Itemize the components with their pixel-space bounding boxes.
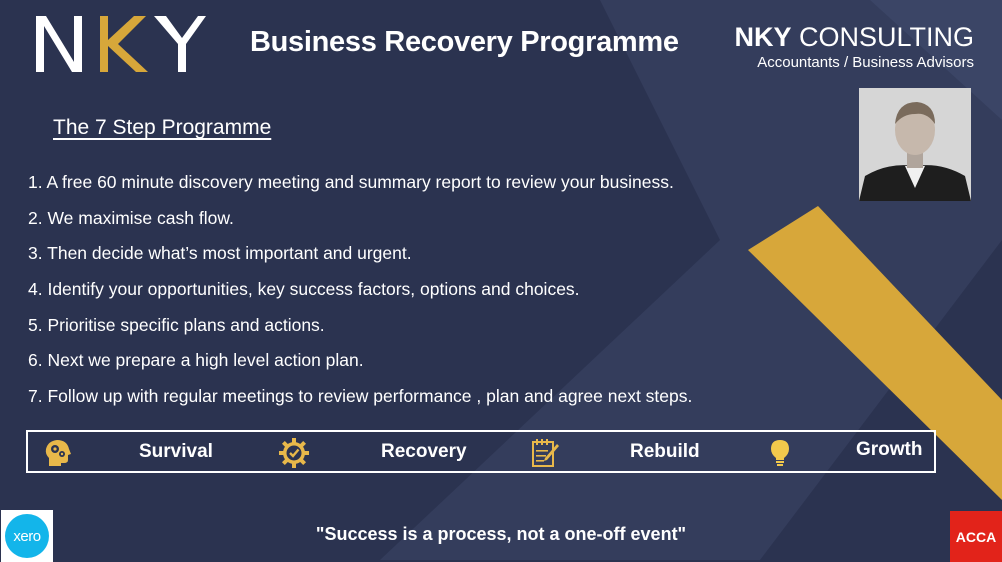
brand-name-bold: NKY [734, 22, 792, 52]
brand-subtitle: Accountants / Business Advisors [757, 54, 974, 71]
brand-block: NKY CONSULTING Accountants / Business Ad… [734, 22, 974, 71]
pillar-label-rebuild: Rebuild [630, 441, 700, 462]
section-heading: The 7 Step Programme [53, 116, 272, 139]
steps-list: 1. A free 60 minute discovery meeting an… [28, 168, 692, 418]
brand-name-rest: CONSULTING [791, 22, 974, 52]
notepad-pencil-icon [532, 439, 559, 467]
head-gears-icon [45, 440, 71, 466]
gear-check-icon [279, 438, 309, 468]
xero-logo: xero [1, 510, 53, 562]
step-item: 1. A free 60 minute discovery meeting an… [28, 172, 674, 192]
advisor-portrait-icon [859, 88, 971, 201]
pillar-label-recovery: Recovery [381, 441, 467, 462]
brand-name: NKY CONSULTING [734, 22, 974, 52]
nky-logo-icon [36, 16, 206, 72]
page-title: Business Recovery Programme [250, 26, 679, 58]
portrait-drawing [859, 88, 971, 201]
pillar-label-survival: Survival [139, 441, 213, 462]
step-item: 7. Follow up with regular meetings to re… [28, 386, 693, 407]
step-item: 4. Identify your opportunities, key succ… [28, 279, 580, 300]
acca-logo: ACCA [950, 511, 1002, 562]
lightbulb-icon [771, 440, 789, 466]
step-item: 2. We maximise cash flow. [28, 207, 234, 228]
footer-quote: "Success is a process, not a one-off eve… [315, 524, 687, 544]
pillar-label-growth: Growth [856, 439, 923, 460]
step-item: 5. Prioritise specific plans and actions… [28, 314, 325, 335]
step-item: 6. Next we prepare a high level action p… [28, 350, 364, 371]
pillars-bar: Survival Recovery Rebuild Growth [26, 430, 936, 473]
xero-label: xero [5, 514, 49, 558]
step-item: 3. Then decide what’s most important and… [28, 243, 412, 264]
